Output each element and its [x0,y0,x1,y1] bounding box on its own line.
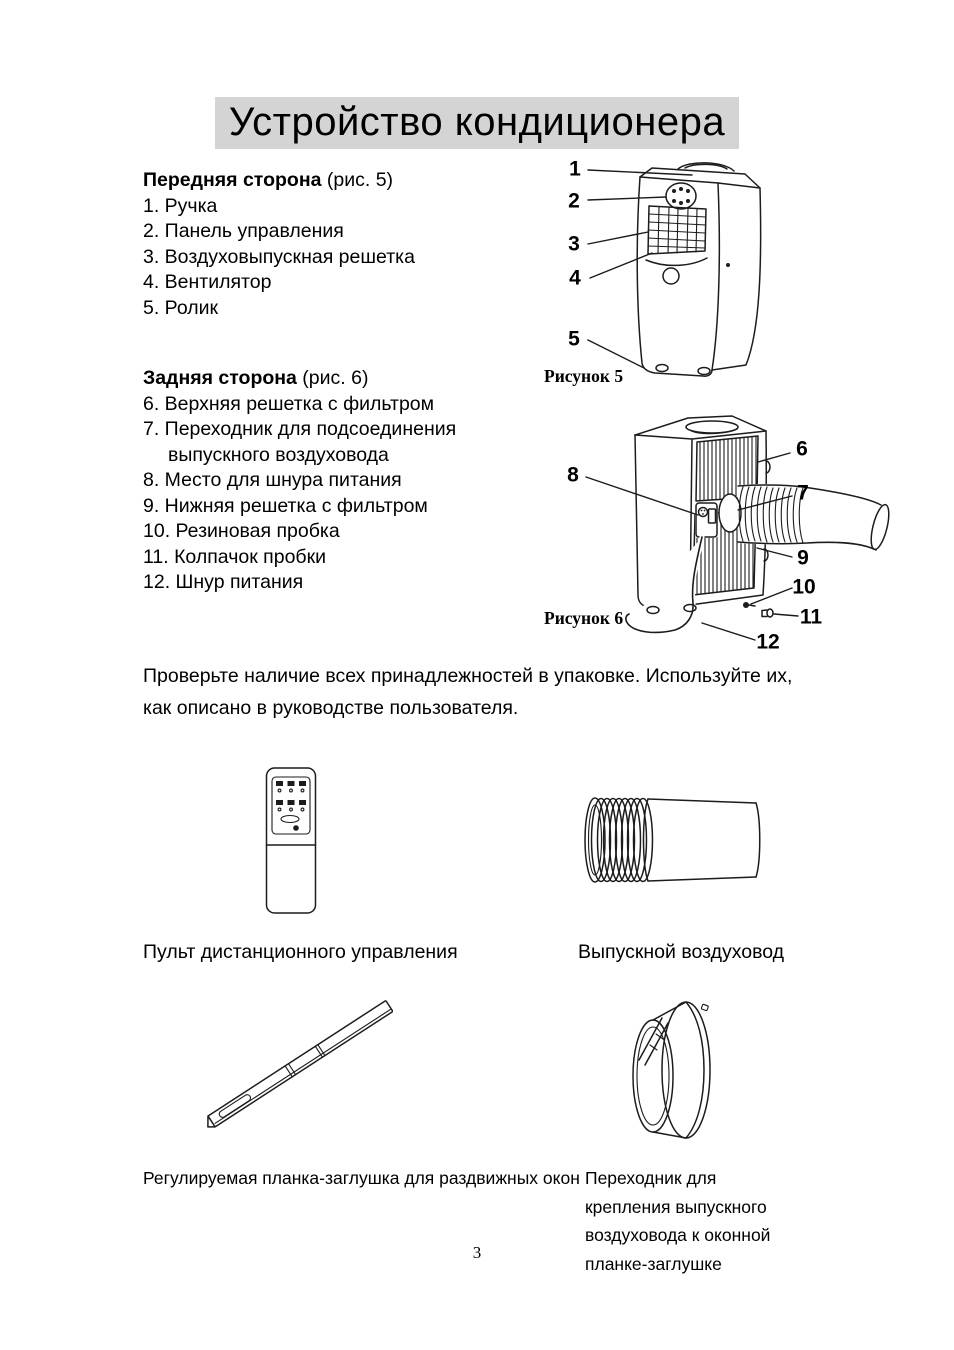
callout-8: 8 [567,463,579,487]
front-item-1: 1. Ручка [143,194,218,217]
note-paragraph: Проверьте наличие всех принадлежностей в… [143,665,793,719]
back-side-heading: Задняя сторона (рис. 6) [143,366,483,392]
duct-adapter-illustration [632,1001,711,1139]
page-number: 3 [472,1243,482,1262]
figure-6: 6 7 8 9 10 11 12 Рисунок 6 [540,405,900,660]
callout-6: 6 [796,437,808,461]
duct-adapter-figure [626,996,718,1151]
figure-5: 1 2 3 4 5 Рисунок 5 [540,155,885,405]
callout-2: 2 [568,189,580,213]
window-slide-bar-figure [198,996,394,1133]
front-side-heading-bold: Передняя сторона [143,169,322,191]
callout-4: 4 [569,266,581,290]
back-item-7: 7. Переходник для подсоединения выпускно… [143,418,457,466]
remote-control-illustration [265,767,317,914]
callout-3: 3 [568,232,580,256]
front-item-3: 3. Воздуховыпускная решетка [143,245,415,268]
callout-9: 9 [797,546,809,570]
front-side-section: Передняя сторона (рис. 5) 1. Ручка 2. Па… [143,168,493,321]
title-row: Устройство кондиционера [0,97,954,149]
figure6-label: Рисунок 6 [544,608,624,628]
front-side-heading: Передняя сторона (рис. 5) [143,168,493,194]
remote-control-figure [264,766,318,921]
figure5-label: Рисунок 5 [544,366,624,386]
remote-caption: Пульт дистанционного управления [143,941,458,963]
front-item-2: 2. Панель управления [143,220,344,242]
window-slide-bar-illustration [207,1000,394,1128]
callout-1: 1 [569,157,581,181]
back-side-section: Задняя сторона (рис. 6) 6. Верхняя решет… [143,366,483,596]
back-item-6: 6. Верхняя решетка с фильтром [143,392,435,415]
callout-5: 5 [568,327,580,351]
air-conditioner-front-illustration [587,162,762,377]
front-side-heading-ref: (рис. 5) [321,169,394,191]
back-side-heading-ref: (рис. 6) [296,367,369,389]
slidebar-caption: Регулируемая планка-заглушка для раздвиж… [143,1168,580,1188]
front-item-5: 5. Ролик [143,296,219,319]
back-item-10: 10. Резиновая пробка [143,520,340,542]
back-item-11: 11. Колпачок пробки [143,545,327,568]
back-item-9: 9. Нижняя решетка с фильтром [143,494,428,517]
adapter-caption: Переходник для крепления выпускного возд… [585,1168,771,1274]
back-item-12: 12. Шнур питания [143,571,304,593]
duct-caption: Выпускной воздуховод [578,941,785,963]
callout-10: 10 [792,575,816,599]
callout-11: 11 [799,605,823,629]
callout-7: 7 [797,481,809,505]
back-item-8: 8. Место для шнура питания [143,469,402,491]
callout-12: 12 [756,630,780,654]
air-conditioner-rear-illustration [585,415,890,641]
exhaust-duct-illustration [584,797,761,883]
exhaust-duct-figure [578,794,773,891]
back-side-heading-bold: Задняя сторона [143,367,297,389]
page-title: Устройство кондиционера [214,97,740,149]
front-item-4: 4. Вентилятор [143,271,272,293]
